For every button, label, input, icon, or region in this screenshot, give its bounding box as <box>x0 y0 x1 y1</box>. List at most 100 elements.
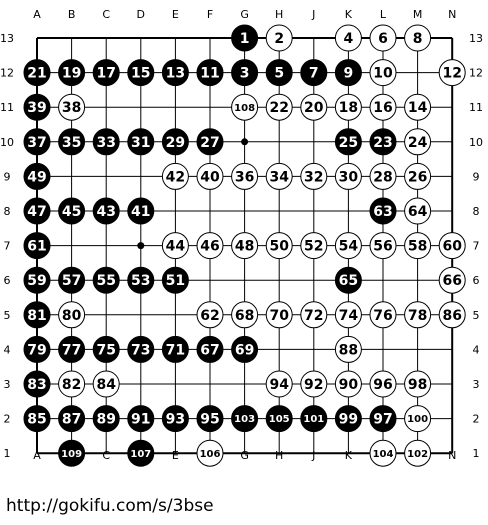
column-label: C <box>102 8 110 21</box>
move-number: 66 <box>442 273 461 289</box>
stone-disc <box>300 232 328 260</box>
row-label: 13 <box>469 32 483 45</box>
move-number: 92 <box>304 377 323 393</box>
move-number: 4 <box>344 31 354 47</box>
move-number: 10 <box>373 66 393 82</box>
stone-disc <box>231 93 259 121</box>
black-stone: 55 <box>92 266 120 294</box>
board-coordinates: AABBCCDDEEFFGGHHJJKKLLMMNN13131212111110… <box>0 8 483 462</box>
row-label: 1 <box>473 447 480 460</box>
black-stone: 41 <box>127 197 155 225</box>
black-stone: 73 <box>127 335 155 363</box>
move-number: 95 <box>200 412 219 428</box>
column-label: B <box>68 8 76 21</box>
stone-disc <box>300 370 328 398</box>
move-number: 109 <box>61 449 82 460</box>
white-stone: 64 <box>404 197 432 225</box>
move-number: 54 <box>339 239 359 255</box>
row-label: 2 <box>473 413 480 426</box>
move-number: 102 <box>407 449 428 460</box>
column-label: M <box>413 8 423 21</box>
stone-disc <box>58 335 86 363</box>
move-number: 16 <box>373 100 392 116</box>
black-stone: 47 <box>23 197 51 225</box>
black-stone: 69 <box>231 335 259 363</box>
row-label: 9 <box>473 170 480 183</box>
white-stone: 2 <box>265 24 293 52</box>
move-number: 28 <box>373 169 392 185</box>
white-stone: 74 <box>334 301 362 329</box>
go-board: AABBCCDDEEFFGGHHJJKKLLMMNN13131212111110… <box>0 8 483 467</box>
white-stone: 96 <box>369 370 397 398</box>
move-number: 89 <box>96 412 115 428</box>
row-label: 13 <box>0 32 14 45</box>
stone-disc <box>334 370 362 398</box>
move-number: 70 <box>269 308 289 324</box>
stone-disc <box>23 197 51 225</box>
move-number: 68 <box>235 308 254 324</box>
white-stone: 78 <box>404 301 432 329</box>
white-stone: 48 <box>231 232 259 260</box>
stone-disc <box>23 232 51 260</box>
move-number: 77 <box>62 342 81 358</box>
black-stone: 9 <box>334 59 362 87</box>
move-number: 72 <box>304 308 323 324</box>
move-number: 6 <box>378 31 388 47</box>
white-stone: 30 <box>334 162 362 190</box>
row-label: 6 <box>4 274 11 287</box>
white-stone: 86 <box>438 301 466 329</box>
stone-disc <box>23 405 51 433</box>
column-label: H <box>275 449 283 462</box>
move-number: 46 <box>200 239 219 255</box>
move-number: 98 <box>408 377 427 393</box>
white-stone: 62 <box>196 301 224 329</box>
move-number: 24 <box>408 135 428 151</box>
move-number: 63 <box>373 204 392 220</box>
stone-disc <box>196 162 224 190</box>
black-stone: 93 <box>161 405 189 433</box>
stone-disc <box>92 370 120 398</box>
white-stone: 72 <box>300 301 328 329</box>
stone-disc <box>161 128 189 156</box>
black-stone: 17 <box>92 59 120 87</box>
move-number: 37 <box>27 135 46 151</box>
stone-disc <box>92 197 120 225</box>
white-stone: 20 <box>300 93 328 121</box>
white-stone: 16 <box>369 93 397 121</box>
move-number: 86 <box>442 308 461 324</box>
black-stone: 75 <box>92 335 120 363</box>
row-label: 4 <box>473 343 480 356</box>
stone-disc <box>23 128 51 156</box>
move-number: 79 <box>27 342 46 358</box>
stone-disc <box>334 128 362 156</box>
move-number: 106 <box>200 449 221 460</box>
stone-disc <box>161 232 189 260</box>
move-number: 40 <box>200 169 220 185</box>
stone-disc <box>369 59 397 87</box>
stone-disc <box>58 197 86 225</box>
stone-disc <box>231 24 259 52</box>
stone-disc <box>161 266 189 294</box>
stone-disc <box>127 439 155 467</box>
black-stone: 83 <box>23 370 51 398</box>
stone-disc <box>231 162 259 190</box>
black-stone: 81 <box>23 301 51 329</box>
stone-disc <box>58 370 86 398</box>
stone-disc <box>404 197 432 225</box>
move-number: 22 <box>269 100 288 116</box>
white-stone: 70 <box>265 301 293 329</box>
move-number: 80 <box>62 308 82 324</box>
star-point <box>137 242 145 250</box>
black-stone: 27 <box>196 128 224 156</box>
move-number: 59 <box>27 273 46 289</box>
stone-disc <box>404 301 432 329</box>
white-stone: 88 <box>334 335 362 363</box>
row-label: 12 <box>469 67 483 80</box>
column-label: E <box>172 449 179 462</box>
stone-disc <box>438 232 466 260</box>
move-number: 75 <box>96 342 115 358</box>
source-url[interactable]: http://gokifu.com/s/3bse <box>6 496 214 516</box>
move-number: 53 <box>131 273 150 289</box>
stone-disc <box>300 301 328 329</box>
stone-disc <box>404 128 432 156</box>
